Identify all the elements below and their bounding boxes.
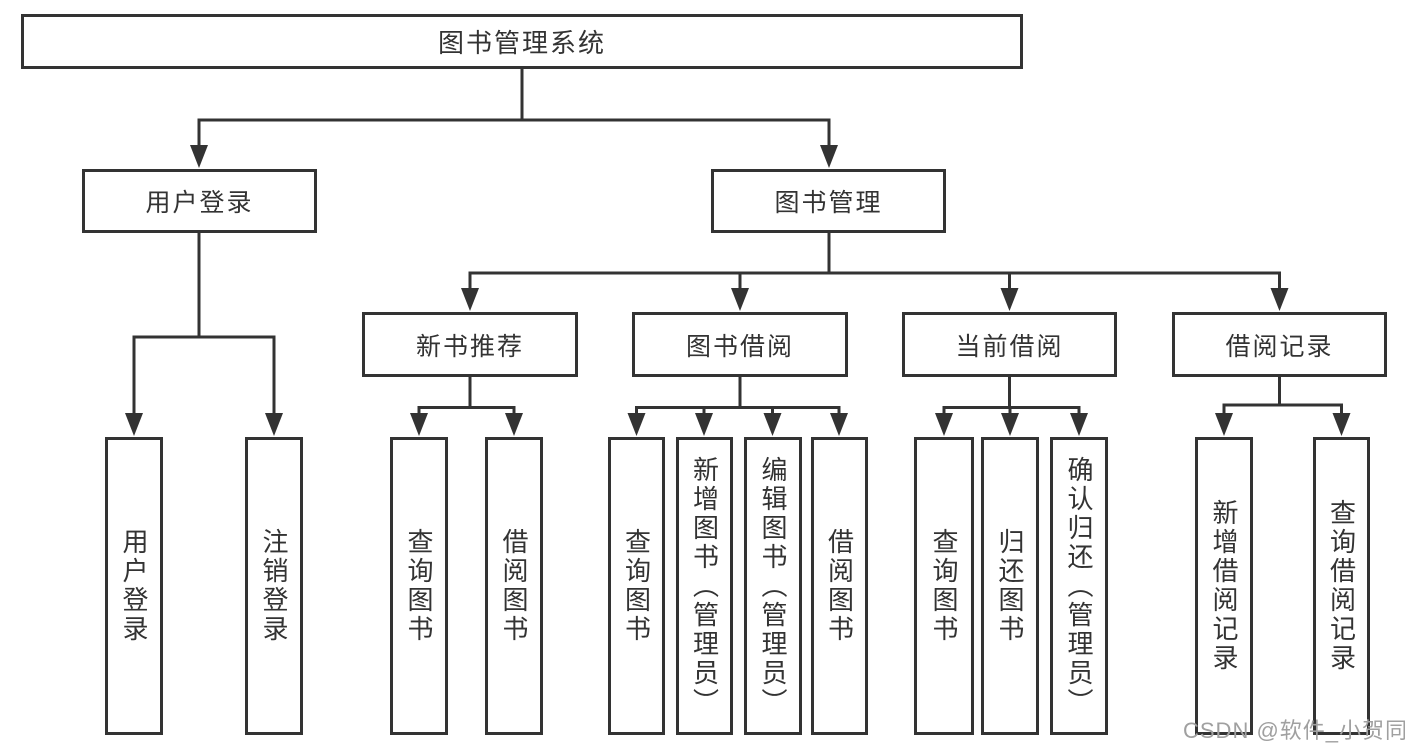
- node-borrowing-records: 借阅记录: [1172, 312, 1387, 377]
- leaf-query-borrow-record: 查询借阅记录: [1313, 437, 1370, 735]
- leaf-query-books-3: 查询图书: [914, 437, 974, 735]
- leaf-logout: 注销登录: [245, 437, 303, 735]
- node-current-borrowing-label: 当前借阅: [955, 332, 1064, 361]
- node-new-book-recommend-label: 新书推荐: [415, 332, 524, 361]
- leaf-query-books-1: 查询图书: [390, 437, 448, 735]
- leaf-query-books-2: 查询图书: [608, 437, 665, 735]
- node-book-management: 图书管理: [711, 169, 946, 233]
- node-new-book-recommend: 新书推荐: [362, 312, 578, 377]
- node-book-management-label: 图书管理: [774, 189, 883, 217]
- leaf-query-borrow-record-label: 查询借阅记录: [1326, 499, 1357, 673]
- leaf-return-books: 归还图书: [981, 437, 1039, 735]
- node-user-login-label: 用户登录: [145, 189, 254, 217]
- leaf-borrow-books-2: 借阅图书: [811, 437, 868, 735]
- leaf-add-books-admin-label: 新增图书（管理员）: [689, 455, 720, 717]
- leaf-borrow-books-1-label: 借阅图书: [499, 528, 529, 644]
- node-library-management-system-label: 图书管理系统: [437, 28, 606, 58]
- node-book-borrowing: 图书借阅: [632, 312, 848, 377]
- leaf-query-books-3-label: 查询图书: [929, 528, 959, 644]
- node-borrowing-records-label: 借阅记录: [1225, 332, 1334, 361]
- leaf-return-books-label: 归还图书: [995, 528, 1025, 644]
- leaf-edit-books-admin: 编辑图书（管理员）: [744, 437, 802, 735]
- node-user-login: 用户登录: [82, 169, 317, 233]
- node-library-management-system: 图书管理系统: [21, 14, 1023, 69]
- leaf-edit-books-admin-label: 编辑图书（管理员）: [758, 455, 788, 717]
- leaf-query-books-1-label: 查询图书: [404, 528, 434, 644]
- leaf-add-borrow-record: 新增借阅记录: [1195, 437, 1253, 735]
- node-current-borrowing: 当前借阅: [902, 312, 1117, 377]
- leaf-user-login-label: 用户登录: [119, 528, 149, 644]
- csdn-watermark: CSDN @软件_小贺同学: [1183, 718, 1405, 743]
- leaf-add-books-admin: 新增图书（管理员）: [676, 437, 733, 735]
- leaf-add-borrow-record-label: 新增借阅记录: [1209, 499, 1239, 673]
- arrowheads: [125, 145, 1351, 436]
- leaf-user-login: 用户登录: [105, 437, 163, 735]
- leaf-confirm-return-admin: 确认归还（管理员）: [1050, 437, 1108, 735]
- leaf-borrow-books-1: 借阅图书: [485, 437, 543, 735]
- leaf-confirm-return-admin-label: 确认归还（管理员）: [1064, 455, 1094, 717]
- leaf-borrow-books-2-label: 借阅图书: [824, 528, 855, 644]
- node-book-borrowing-label: 图书借阅: [685, 332, 794, 361]
- leaf-logout-label: 注销登录: [259, 528, 289, 644]
- leaf-query-books-2-label: 查询图书: [621, 528, 652, 644]
